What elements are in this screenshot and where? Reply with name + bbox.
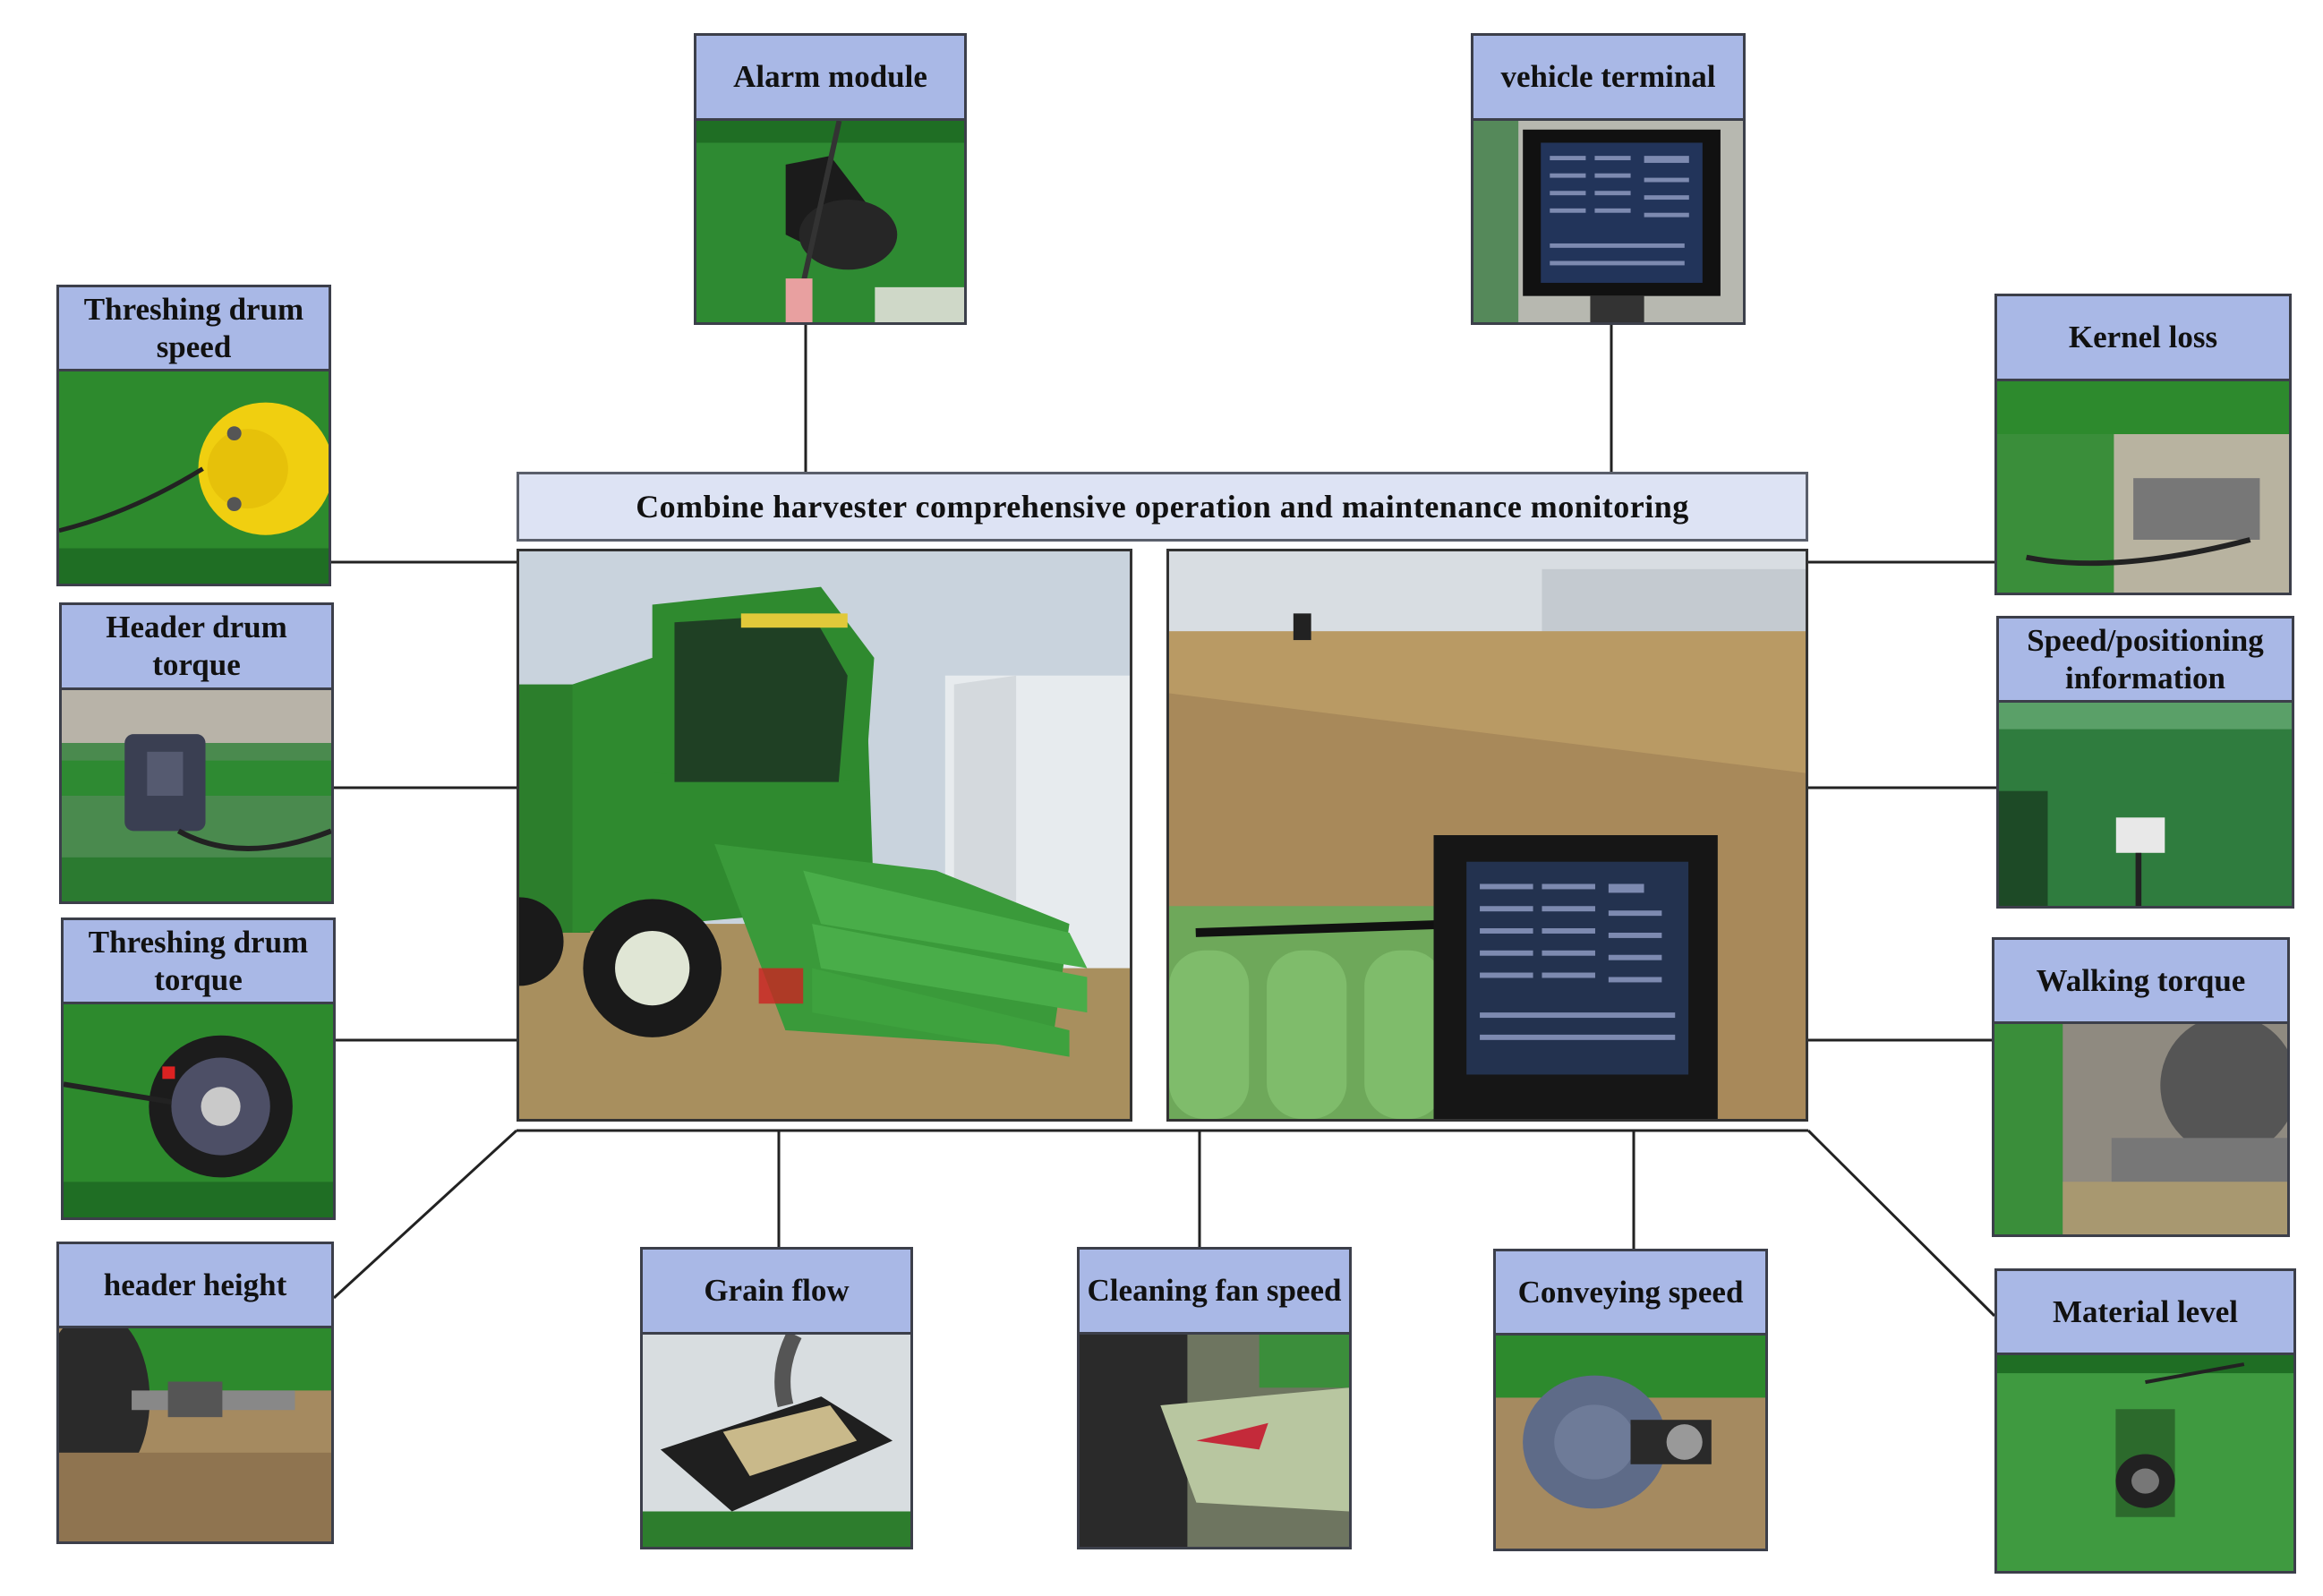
alarm-module-label: Alarm module: [696, 36, 964, 121]
alarm-module-box: Alarm module: [694, 33, 967, 325]
header-height-label: header height: [59, 1244, 331, 1328]
speed-positioning-photo: [1999, 703, 2292, 906]
walking-torque-box: Walking torque: [1992, 937, 2290, 1237]
header-height-box: header height: [56, 1242, 334, 1544]
alarm-module-photo: [696, 121, 964, 322]
speed-positioning-box: Speed/positioning information: [1996, 616, 2294, 909]
cleaning-fan-speed-box: Cleaning fan speed: [1077, 1247, 1352, 1549]
vehicle-terminal-box: vehicle terminal: [1471, 33, 1746, 325]
header-drum-torque-photo: [62, 690, 331, 901]
kernel-loss-box: Kernel loss: [1994, 294, 2292, 595]
threshing-drum-speed-label: Threshing drum speed: [59, 287, 329, 371]
kernel-loss-label: Kernel loss: [1997, 296, 2289, 381]
conveying-speed-box: Conveying speed: [1493, 1249, 1768, 1551]
diagram-title: Combine harvester comprehensive operatio…: [517, 472, 1808, 542]
threshing-drum-speed-box: Threshing drum speed: [56, 285, 331, 586]
material-level-box: Material level: [1994, 1268, 2296, 1574]
grain-flow-box: Grain flow: [640, 1247, 913, 1549]
cleaning-fan-speed-label: Cleaning fan speed: [1080, 1250, 1349, 1335]
grain-flow-label: Grain flow: [643, 1250, 910, 1335]
header-drum-torque-box: Header drum torque: [59, 602, 334, 904]
kernel-loss-photo: [1997, 381, 2289, 593]
walking-torque-photo: [1994, 1024, 2287, 1234]
material-level-label: Material level: [1997, 1271, 2293, 1355]
walking-torque-label: Walking torque: [1994, 940, 2287, 1024]
vehicle-terminal-photo: [1473, 121, 1743, 322]
cab-view-photo: [1166, 549, 1808, 1122]
header-height-photo: [59, 1328, 331, 1541]
header-drum-torque-label: Header drum torque: [62, 605, 331, 690]
conveying-speed-label: Conveying speed: [1496, 1251, 1765, 1336]
grain-flow-photo: [643, 1335, 910, 1547]
vehicle-terminal-label: vehicle terminal: [1473, 36, 1743, 121]
harvester-photo: [517, 549, 1132, 1122]
threshing-drum-speed-photo: [59, 371, 329, 584]
threshing-drum-torque-label: Threshing drum torque: [64, 920, 333, 1004]
threshing-drum-torque-box: Threshing drum torque: [61, 917, 336, 1220]
speed-positioning-label: Speed/positioning information: [1999, 619, 2292, 703]
cleaning-fan-speed-photo: [1080, 1335, 1349, 1547]
material-level-photo: [1997, 1355, 2293, 1571]
conveying-speed-photo: [1496, 1336, 1765, 1549]
threshing-drum-torque-photo: [64, 1004, 333, 1217]
